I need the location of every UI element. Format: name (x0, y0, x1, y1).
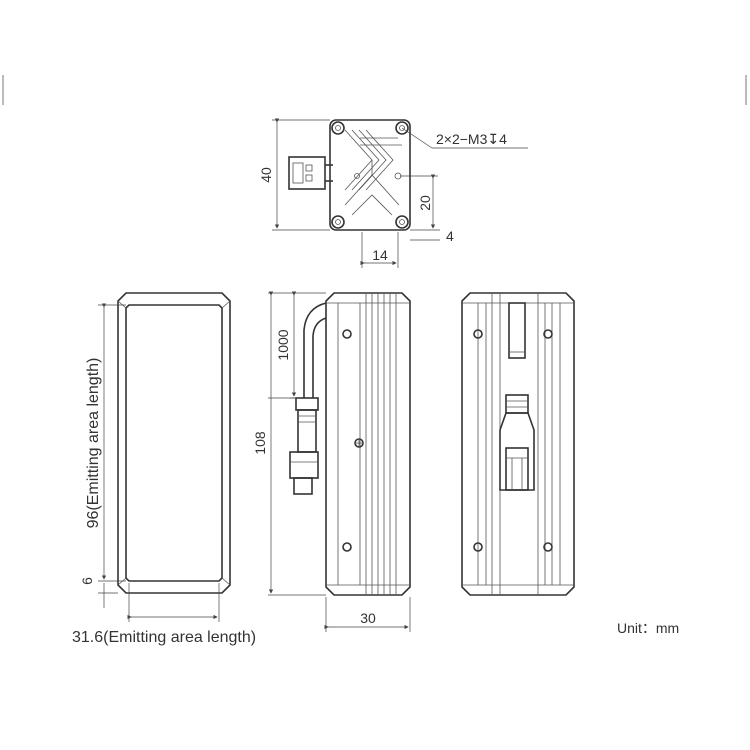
back-screw (543, 329, 553, 339)
side-cable (303, 302, 327, 398)
side-screw (342, 542, 352, 552)
dim-4: 4 (446, 228, 454, 244)
unit-label: Unit：mm (617, 620, 679, 636)
dim-14: 14 (372, 247, 388, 263)
dim-108: 108 (252, 431, 268, 455)
dim-20: 20 (417, 195, 433, 211)
back-plug (505, 394, 529, 414)
dim-96-emitting: 96(Emitting area length) (85, 358, 102, 529)
dim-31-6-emitting: 31.6(Emitting area length) (72, 629, 256, 646)
side-view: 1000 108 30 (252, 291, 411, 632)
back-screw (473, 329, 483, 339)
front-view: 96(Emitting area length) 6 31.6(Emitting… (72, 292, 256, 646)
side-screw (342, 329, 352, 339)
front-emitting-area (125, 304, 223, 582)
screw-hole (331, 121, 345, 135)
dim-1000: 1000 (275, 329, 291, 360)
back-screw (543, 542, 553, 552)
dim-6: 6 (79, 577, 95, 585)
top-view: 40 20 4 14 2×2−M3↧4 (258, 118, 528, 268)
back-view (461, 292, 575, 596)
back-body (461, 292, 575, 596)
screw-hole (395, 121, 409, 135)
back-screw (473, 542, 483, 552)
screw-hole (331, 215, 345, 229)
side-body (325, 292, 411, 596)
dim-30: 30 (360, 610, 376, 626)
top-body (329, 119, 411, 231)
thread-callout: 2×2−M3↧4 (436, 131, 507, 147)
front-outer-frame (117, 292, 231, 594)
side-plug (295, 397, 319, 411)
back-cable (508, 302, 526, 359)
top-connector (288, 156, 326, 190)
dim-40: 40 (258, 167, 274, 183)
screw-hole (395, 215, 409, 229)
